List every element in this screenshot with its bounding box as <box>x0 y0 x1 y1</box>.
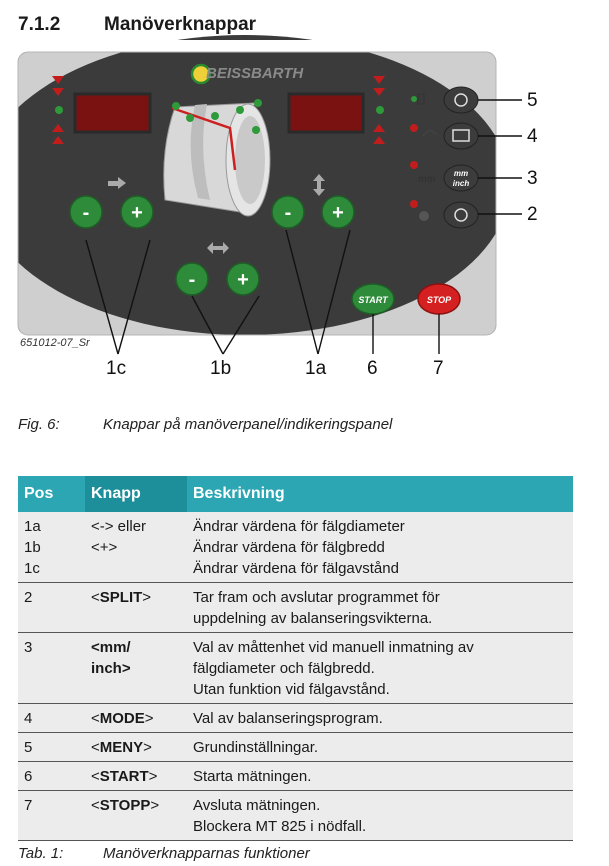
desc-line: Utan funktion vid fälgavstånd. <box>193 681 390 698</box>
minus-label: - <box>83 202 90 224</box>
button-1b-plus[interactable]: + <box>226 262 260 296</box>
brand-logo-text: BEISSBARTH <box>206 65 304 82</box>
desc-line: Avsluta mätningen. <box>193 797 321 814</box>
callout-3: 3 <box>527 168 538 189</box>
table-row: 6 <START> Starta mätningen. <box>18 761 573 791</box>
left-display <box>73 92 152 134</box>
right-indicator-arrows <box>373 76 385 144</box>
desc-line: fälgdiameter och fälgbredd. <box>193 660 375 677</box>
header-beskrivning: Beskrivning <box>187 476 573 512</box>
button-1a-plus[interactable]: + <box>321 195 355 229</box>
callout-7: 7 <box>433 358 444 379</box>
desc-line: Starta mätningen. <box>193 768 312 785</box>
callout-1a: 1a <box>305 358 327 379</box>
key-value: STOPP <box>99 797 151 814</box>
header-pos: Pos <box>18 476 85 512</box>
figure-label: Fig. 6: <box>18 416 60 433</box>
pos-value: 2 <box>24 589 33 606</box>
minus-label: - <box>189 269 196 291</box>
table-row: 4 <MODE> Val av balanseringsprogram. <box>18 703 573 733</box>
stop-label: STOP <box>427 295 452 305</box>
desc-line: Val av balanseringsprogram. <box>193 710 383 727</box>
brand-logo-icon <box>190 63 212 85</box>
table-row: 7 <STOPP> Avsluta mätningen.Blockera MT … <box>18 790 573 841</box>
callout-1b: 1b <box>210 358 232 379</box>
vertical-double-arrow-icon <box>313 174 325 196</box>
desc-line: Ändrar värdena för fälgbredd <box>193 539 385 556</box>
table-header-row: Pos Knapp Beskrivning <box>18 476 573 512</box>
pos-value: 7 <box>24 797 33 814</box>
image-code: 651012-07_Sr <box>20 337 90 349</box>
table-caption-text: Manöverknapparnas funktioner <box>103 845 310 862</box>
pos-value: 1b <box>24 539 41 556</box>
table-row: 3 <mm/inch> Val av måttenhet vid manuell… <box>18 632 573 704</box>
start-button[interactable]: START <box>351 283 395 315</box>
desc-line: Blockera MT 825 i nödfall. <box>193 818 367 835</box>
horizontal-arrow-icon <box>108 177 126 189</box>
desc-line: uppdelning av balanseringsvikterna. <box>193 610 433 627</box>
table-row: 1a 1b 1c <-> eller <+> Ändrar värdena för f… <box>18 512 573 583</box>
desc-line: Grundinställningar. <box>193 739 319 756</box>
key-value: MENY <box>99 739 144 756</box>
left-indicator-arrows <box>52 76 64 144</box>
horizontal-double-arrow-icon <box>207 242 229 254</box>
key-value: <-> eller <box>91 518 147 535</box>
plus-label: + <box>237 269 249 291</box>
table-row: 2 <SPLIT> Tar fram och avslutar programm… <box>18 582 573 633</box>
key-value: START <box>99 768 149 785</box>
function-table: Pos Knapp Beskrivning 1a 1b 1c <-> eller <+… <box>18 476 573 841</box>
pos-value: 1a <box>24 518 41 535</box>
desc-line: Ändrar värdena för fälgdiameter <box>193 518 405 535</box>
callout-5: 5 <box>527 90 538 111</box>
mm-label: mm <box>454 169 468 178</box>
right-display <box>287 92 365 134</box>
callout-1c: 1c <box>106 358 127 379</box>
pos-value: 4 <box>24 710 33 727</box>
button-1c-plus[interactable]: + <box>120 195 154 229</box>
callout-6: 6 <box>367 358 378 379</box>
pos-value: 1c <box>24 560 40 577</box>
mode-icon <box>452 129 470 142</box>
callout-2: 2 <box>527 204 538 225</box>
split-button[interactable] <box>410 200 479 229</box>
button-1b-minus[interactable]: - <box>175 262 209 296</box>
header-knapp: Knapp <box>85 476 187 512</box>
key-value: <+> <box>91 539 118 556</box>
table-label: Tab. 1: <box>18 845 64 862</box>
pos-value: 3 <box>24 639 33 656</box>
callout-lines <box>85 99 522 355</box>
key-value: SPLIT <box>99 589 143 606</box>
figure-text: Knappar på manöverpanel/indikeringspanel <box>103 416 393 433</box>
menu-icon <box>454 93 468 107</box>
desc-line: Ändrar värdena för fälgavstånd <box>193 560 399 577</box>
figure-caption: Fig. 6: Knappar på manöverpanel/indikerin… <box>18 416 392 433</box>
section-number: 7.1.2 <box>18 14 61 35</box>
stop-button[interactable]: STOP <box>417 283 461 315</box>
key-value: <mm/ <box>91 639 131 656</box>
button-1c-minus[interactable]: - <box>69 195 103 229</box>
minus-label: - <box>285 202 292 224</box>
wheel-rim-icon <box>163 99 271 217</box>
plus-label: + <box>332 202 344 224</box>
plus-label: + <box>131 202 143 224</box>
mm-side-label: mm <box>418 174 436 185</box>
key-value: MODE <box>99 710 145 727</box>
split-icon <box>454 208 468 222</box>
button-1a-minus[interactable]: - <box>271 195 305 229</box>
start-label: START <box>358 295 389 305</box>
section-heading: 7.1.2 Manöverknappar <box>18 14 256 36</box>
section-title: Manöverknappar <box>104 14 257 35</box>
key-value: inch> <box>91 660 131 677</box>
mode-button[interactable] <box>410 122 479 150</box>
desc-line: Val av måttenhet vid manuell inmatning a… <box>193 639 474 656</box>
pos-value: 5 <box>24 739 33 756</box>
pos-value: 6 <box>24 768 33 785</box>
mm-inch-button[interactable]: mm mm inch <box>410 161 479 192</box>
table-caption: Tab. 1: Manöverknapparnas funktioner <box>18 845 310 862</box>
callout-4: 4 <box>527 126 538 147</box>
table-row: 5 <MENY> Grundinställningar. <box>18 732 573 762</box>
control-panel-illustration: BEISSBARTH <box>0 35 609 400</box>
desc-line: Tar fram och avslutar programmet för <box>193 589 440 606</box>
inch-label: inch <box>453 179 470 188</box>
